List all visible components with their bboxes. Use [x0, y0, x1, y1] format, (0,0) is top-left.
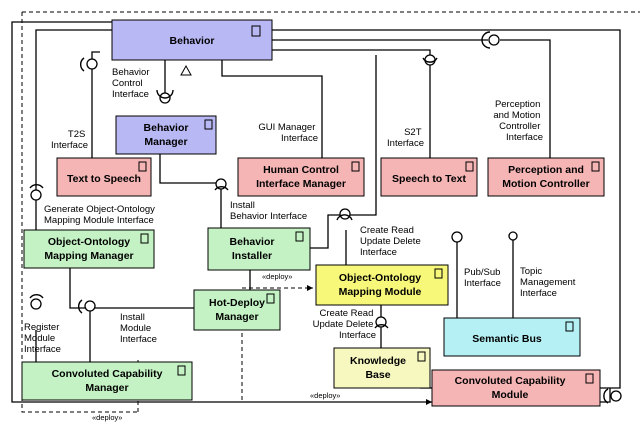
oo-mapping-manager-label-2: Mapping Manager	[44, 250, 133, 262]
component-icon	[295, 231, 304, 242]
oo-mapping-module-label-1: Object-Ontology	[339, 272, 421, 284]
component-icon	[138, 161, 147, 172]
deploy-label: «deploy»	[310, 391, 340, 400]
cc-manager-label-2: Manager	[85, 382, 128, 394]
component-oo-mapping-manager[interactable]: Object-Ontology Mapping Manager	[23, 229, 155, 269]
component-icon	[177, 365, 186, 376]
knowledge-base-label-1: Knowledge	[350, 355, 406, 367]
perception-interface-label: Perception and Motion Controller Interfa…	[493, 99, 543, 143]
behavior-manager-label-2: Manager	[144, 136, 187, 148]
interface-symbols	[29, 31, 622, 404]
deploy-arrows	[21, 11, 640, 413]
component-perception[interactable]: Perception and Motion Controller	[487, 157, 605, 197]
install-module-interface-label: Install Module Interface	[120, 312, 157, 345]
component-icon	[351, 161, 360, 172]
component-knowledge-base[interactable]: Knowledge Base	[333, 347, 431, 389]
generate-oo-interface-label: Generate Object-Ontology Mapping Module …	[44, 204, 158, 226]
component-icon	[251, 25, 261, 37]
text-to-speech-label: Text to Speech	[67, 173, 141, 185]
component-semantic-bus[interactable]: Semantic Bus	[443, 317, 581, 357]
component-icon	[140, 233, 149, 244]
install-behavior-interface-label: Install Behavior Interface	[230, 200, 307, 222]
crud-kb-interface-label: Create Read Update Delete Interface	[313, 308, 376, 341]
component-oo-mapping-module[interactable]: Object-Ontology Mapping Module	[315, 264, 449, 306]
cc-manager-label-1: Convoluted Capability	[52, 368, 163, 380]
register-module-interface-label: Register Module Interface	[24, 322, 62, 355]
component-behavior-manager[interactable]: Behavior Manager	[115, 115, 217, 155]
behavior-control-interface-label: Behavior Control Interface	[112, 67, 152, 100]
component-icon	[591, 161, 600, 172]
deploy-labels: «deploy» «deploy» «deploy»	[92, 272, 340, 422]
component-hot-deploy[interactable]: Hot-Deploy Manager	[193, 289, 281, 331]
hot-deploy-label-2: Manager	[215, 311, 258, 323]
deploy-label: «deploy»	[92, 413, 122, 422]
deploy-label: «deploy»	[262, 272, 292, 281]
s2t-interface-label: S2T Interface	[387, 127, 424, 149]
t2s-interface-label: T2S Interface	[51, 129, 88, 151]
component-icon	[417, 351, 426, 362]
component-icon	[585, 373, 594, 384]
hot-deploy-label-1: Hot-Deploy	[209, 297, 265, 309]
perception-label-1: Perception and	[508, 164, 584, 176]
component-icon	[266, 293, 275, 304]
crud-top-interface-label: Create Read Update Delete Interface	[360, 225, 423, 258]
human-control-label-1: Human Control	[263, 164, 339, 176]
topic-management-interface-label: Topic Management Interface	[520, 266, 578, 299]
component-cc-module[interactable]: Convoluted Capability Module	[431, 369, 601, 407]
component-icon	[565, 321, 574, 332]
connectors	[11, 21, 621, 403]
behavior-label: Behavior	[170, 35, 215, 47]
cc-module-label-1: Convoluted Capability	[455, 375, 566, 387]
pubsub-interface-label: Pub/Sub Interface	[464, 267, 503, 289]
interface-labels: Behavior Control Interface T2S Interface…	[24, 67, 578, 355]
oo-mapping-module-label-2: Mapping Module	[339, 286, 422, 298]
speech-to-text-label: Speech to Text	[392, 173, 466, 185]
oo-mapping-manager-label-1: Object-Ontology	[48, 236, 130, 248]
component-icon	[204, 119, 213, 130]
component-icon	[465, 161, 474, 172]
gui-manager-interface-label: GUI Manager Interface	[258, 122, 318, 144]
component-text-to-speech[interactable]: Text to Speech	[56, 157, 152, 197]
perception-label-2: Motion Controller	[502, 178, 590, 190]
behavior-installer-label-2: Installer	[232, 250, 272, 262]
semantic-bus-label: Semantic Bus	[472, 333, 542, 345]
component-behavior[interactable]: Behavior	[111, 19, 273, 61]
component-cc-manager[interactable]: Convoluted Capability Manager	[21, 361, 193, 401]
behavior-manager-label-1: Behavior	[144, 122, 189, 134]
component-behavior-installer[interactable]: Behavior Installer	[207, 227, 311, 271]
human-control-label-2: Interface Manager	[256, 178, 346, 190]
component-icon	[434, 268, 443, 279]
knowledge-base-label-2: Base	[365, 369, 390, 381]
cc-module-label-2: Module	[492, 389, 529, 401]
component-speech-to-text[interactable]: Speech to Text	[380, 157, 478, 197]
component-human-control[interactable]: Human Control Interface Manager	[237, 157, 365, 197]
behavior-installer-label-1: Behavior	[230, 236, 275, 248]
